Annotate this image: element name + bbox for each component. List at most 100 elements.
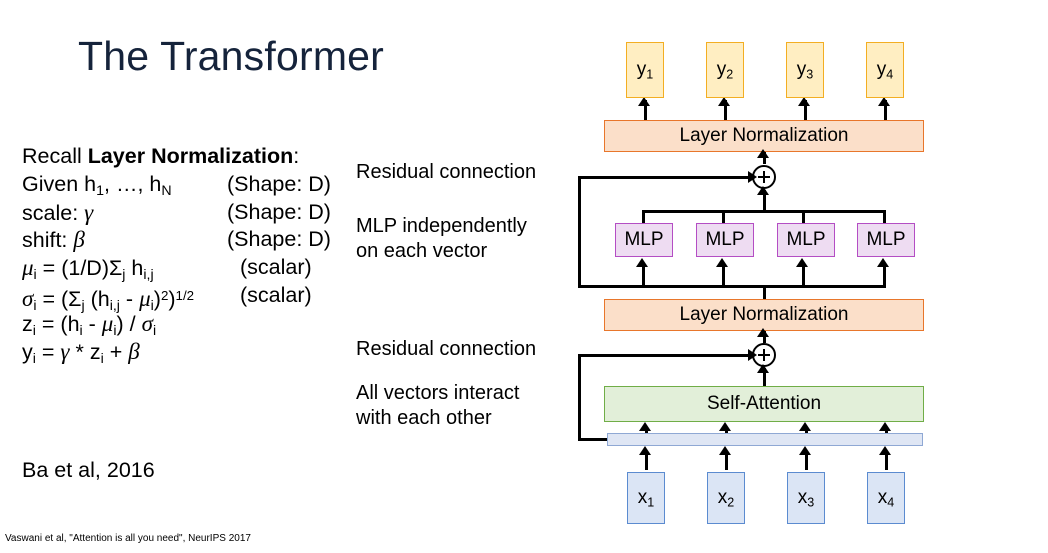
- scale-shape: (Shape: D): [227, 199, 331, 224]
- connector-ln-to-y1: [644, 100, 647, 122]
- shift-label: shift:: [22, 228, 74, 253]
- annotation-mlp-line1: MLP independently: [356, 215, 527, 237]
- mlp-in-3: [802, 265, 805, 285]
- arrowhead-mlpjoin-to-plus-top: [757, 186, 769, 195]
- arrowhead-x3-to-bar: [799, 446, 811, 455]
- arrowhead-bar-to-sa-4: [879, 422, 891, 431]
- scale-line: scale: γ (Shape: D): [22, 199, 331, 227]
- connector-selfattn-to-plus: [763, 368, 766, 386]
- arrowhead-mlp-in-1: [636, 258, 648, 267]
- arrowhead-residual-bottom: [748, 349, 757, 361]
- output-label-y1: y1: [636, 58, 654, 82]
- mlp-in-4: [883, 265, 886, 285]
- arrowhead-ln-to-y2: [718, 97, 730, 106]
- input-box-x4: x4: [867, 472, 905, 524]
- recall-line: Recall Layer Normalization:: [22, 143, 299, 171]
- residual-line-top-vertical: [578, 176, 581, 288]
- annotation-all-vectors: All vectors interact with each other: [356, 381, 519, 431]
- arrowhead-x1-to-bar: [639, 446, 651, 455]
- arrowhead-ln-to-y1: [638, 97, 650, 106]
- input-box-x1: x1: [627, 472, 665, 524]
- output-box-y1: y1: [626, 42, 664, 98]
- given-sub-n: N: [161, 182, 172, 199]
- residual-line-bottom-horizontal: [578, 354, 754, 357]
- input-label-x3: x3: [797, 486, 815, 510]
- arrowhead-mlp-in-3: [796, 258, 808, 267]
- shift-line: shift: β (Shape: D): [22, 226, 331, 254]
- arrowhead-mlp-in-4: [877, 258, 889, 267]
- connector-ln-to-y3: [804, 100, 807, 122]
- input-label-x1: x1: [637, 486, 655, 510]
- sigma-scalar-note: (scalar): [240, 282, 312, 307]
- footer-citation: Vaswani et al, "Attention is all you nee…: [5, 533, 251, 544]
- annotation-mlp: MLP independently on each vector: [356, 214, 527, 264]
- gamma-symbol: γ: [84, 199, 94, 225]
- output-label-y2: y2: [716, 58, 734, 82]
- input-box-x3: x3: [787, 472, 825, 524]
- mlp-box-3: MLP: [777, 223, 835, 257]
- annotation-allvec-line2: with each other: [356, 407, 492, 429]
- output-box-y2: y2: [706, 42, 744, 98]
- mlp-out-3: [802, 210, 805, 224]
- mlp-output-bus: [642, 210, 886, 213]
- connector-x4-to-bar: [885, 452, 888, 470]
- output-box-y3: y3: [786, 42, 824, 98]
- arrowhead-x2-to-bar: [719, 446, 731, 455]
- layer-normalization-mid: Layer Normalization: [604, 299, 924, 331]
- arrowhead-bar-to-sa-1: [639, 422, 651, 431]
- mlp-in-2: [722, 265, 725, 285]
- mlp-box-1: MLP: [615, 223, 673, 257]
- annotation-mlp-line2: on each vector: [356, 240, 488, 262]
- connector-mlpjoin-to-plus-top: [763, 190, 766, 212]
- layer-norm-definition-block: Recall Layer Normalization: Given h1, …,…: [22, 143, 331, 367]
- recall-prefix: Recall: [22, 144, 88, 168]
- ba-citation: Ba et al, 2016: [22, 458, 155, 482]
- arrowhead-ln-to-y3: [798, 97, 810, 106]
- mlp-out-1: [642, 210, 645, 224]
- connector-plus-to-ln-mid: [763, 331, 766, 343]
- residual-line-bottom-tap: [578, 438, 612, 441]
- input-box-x2: x2: [707, 472, 745, 524]
- scale-label: scale:: [22, 200, 85, 225]
- mlp-out-4: [883, 210, 886, 224]
- layer-normalization-top: Layer Normalization: [604, 120, 924, 152]
- arrowhead-ln-to-y4: [878, 97, 890, 106]
- beta-symbol: β: [73, 227, 85, 253]
- arrowhead-residual-top: [748, 171, 757, 183]
- z-formula-line: zi = (hi - μi) / σi: [22, 310, 157, 339]
- mlp-box-2: MLP: [696, 223, 754, 257]
- self-attention-box: Self-Attention: [604, 386, 924, 422]
- page-title: The Transformer: [78, 33, 385, 79]
- recall-bold-term: Layer Normalization: [87, 144, 294, 168]
- arrowhead-x4-to-bar: [879, 446, 891, 455]
- connector-ln-to-y4: [884, 100, 887, 122]
- y-formula-line: yi = γ * zi + β: [22, 338, 140, 367]
- sigma-formula-line: σi = (Σj (hi,j - μi)2)1/2 (scalar): [22, 282, 312, 314]
- arrowhead-plus-to-ln-mid: [757, 328, 769, 337]
- given-line: Given h1, …, hN (Shape: D): [22, 171, 331, 199]
- input-label-x2: x2: [717, 486, 735, 510]
- connector-midln-to-mlpbus: [763, 285, 766, 300]
- mlp-out-2: [722, 210, 725, 224]
- mu-formula-line: μi = (1/D)Σj hi,j (scalar): [22, 255, 312, 284]
- output-label-y4: y4: [876, 58, 894, 82]
- annotation-allvec-line1: All vectors interact: [356, 382, 520, 404]
- mlp-box-4: MLP: [857, 223, 915, 257]
- given-shape: (Shape: D): [227, 171, 331, 196]
- arrowhead-plus-to-ln-top: [757, 149, 769, 158]
- connector-ln-to-y2: [724, 100, 727, 122]
- mu-scalar-note: (scalar): [240, 255, 312, 280]
- annotation-residual-bottom: Residual connection: [356, 338, 537, 360]
- given-mid: , …, h: [104, 171, 162, 196]
- mlp-in-1: [642, 265, 645, 285]
- residual-line-top-horizontal: [578, 176, 754, 179]
- connector-x2-to-bar: [725, 452, 728, 470]
- input-distribution-bar: [607, 433, 923, 446]
- connector-plus-to-ln-top: [763, 152, 766, 164]
- given-sub-1: 1: [96, 182, 104, 199]
- output-box-y4: y4: [866, 42, 904, 98]
- connector-x1-to-bar: [645, 452, 648, 470]
- shift-shape: (Shape: D): [227, 227, 331, 252]
- connector-x3-to-bar: [805, 452, 808, 470]
